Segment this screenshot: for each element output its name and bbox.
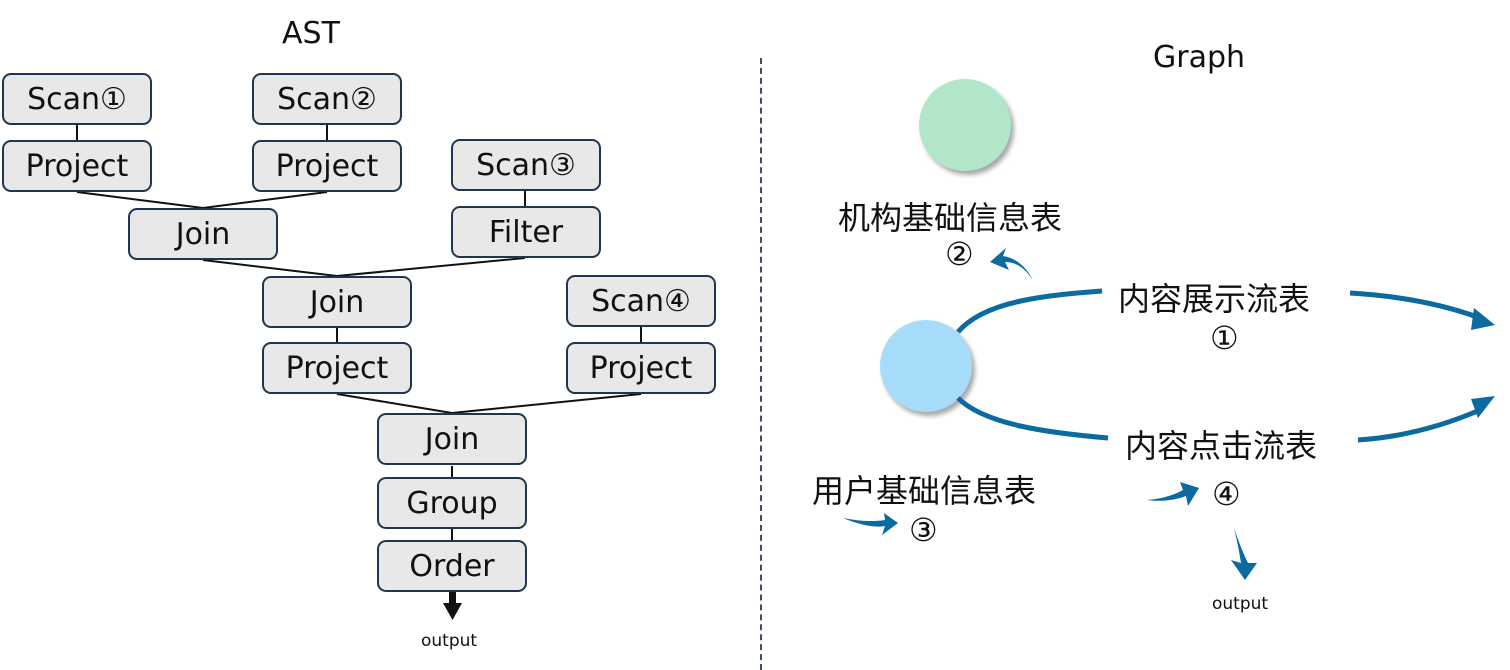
content-display-number: ① (1210, 319, 1239, 357)
org-info-label: 机构基础信息表 (838, 199, 1063, 237)
ast-edges (76, 125, 642, 620)
ast-node-group: Group (377, 477, 527, 529)
edge-join1-join2 (202, 259, 338, 277)
ast-node-project-1: Project (2, 140, 152, 192)
ast-node-project-4: Project (566, 342, 716, 394)
ast-node-join-1: Join (128, 208, 278, 260)
ast-node-join-3: Join (377, 413, 527, 465)
org-info-number: ② (945, 235, 974, 273)
ast-node-project-3: Project (262, 342, 412, 394)
edge-click-to-right (1357, 407, 1481, 443)
org-info-node (919, 79, 1011, 171)
edge-project1-join1 (76, 191, 204, 209)
ast-node-scan-1: Scan① (2, 73, 152, 125)
arrowhead-click-icon (1471, 396, 1495, 418)
ast-output-label: output (421, 631, 478, 651)
curved-arrow-output-icon (1231, 528, 1257, 580)
edge-display-to-right (1349, 290, 1481, 321)
output-arrow-icon (443, 592, 462, 620)
arrowhead-display-icon (1471, 308, 1495, 330)
curved-arrow-click-icon (1147, 482, 1199, 506)
content-click-label: 内容点击流表 (1125, 427, 1318, 465)
curved-arrow-org-icon (990, 248, 1033, 280)
edge-project4-join3 (451, 393, 642, 414)
ast-node-scan-4: Scan④ (566, 275, 716, 327)
graph-title: Graph (1153, 40, 1246, 75)
edge-project2-join1 (202, 191, 328, 209)
section-divider (760, 58, 762, 670)
ast-node-filter: Filter (451, 206, 601, 258)
ast-node-project-2: Project (252, 140, 402, 192)
ast-title: AST (282, 16, 340, 51)
content-display-label: 内容展示流表 (1118, 280, 1311, 318)
graph-output-label: output (1212, 594, 1269, 614)
edge-filter-join2 (336, 257, 526, 277)
curved-arrow-user-icon (843, 513, 898, 535)
user-info-number: ③ (909, 511, 938, 549)
content-click-number: ④ (1212, 475, 1241, 513)
main-node (880, 320, 972, 412)
ast-node-order: Order (377, 540, 527, 592)
ast-node-join-2: Join (262, 276, 412, 328)
edge-main-to-click (956, 396, 1109, 441)
edge-project3-join3 (336, 393, 453, 414)
user-info-label: 用户基础信息表 (812, 472, 1037, 510)
ast-node-scan-3: Scan③ (451, 139, 601, 191)
ast-node-scan-2: Scan② (252, 73, 402, 125)
edge-main-to-display (956, 288, 1103, 334)
